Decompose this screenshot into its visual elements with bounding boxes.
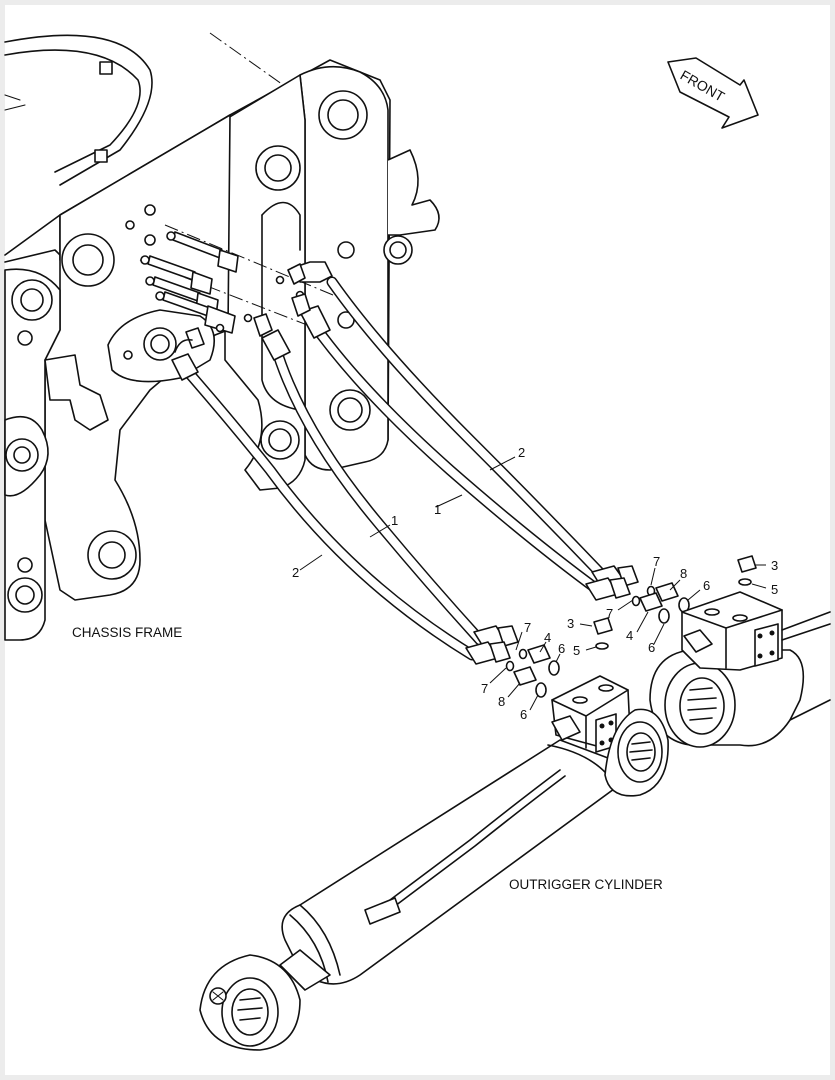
- right-outrigger-cylinder: [649, 591, 831, 748]
- callout-hose-1-upper: 1: [434, 502, 441, 517]
- callout-right-3: 3: [771, 558, 778, 573]
- callout-left-3: 3: [567, 616, 574, 631]
- callout-left-5: 5: [573, 643, 580, 658]
- callout-right-7b: 7: [606, 606, 613, 621]
- callout-left-7a: 7: [524, 620, 531, 635]
- front-direction-arrow: FRONT: [667, 57, 759, 129]
- callout-right-7a: 7: [653, 554, 660, 569]
- callout-right-6a: 6: [703, 578, 710, 593]
- small-parts: [505, 555, 757, 698]
- callout-hose-2-upper: 2: [518, 445, 525, 460]
- callout-hose-2-lower: 2: [292, 565, 299, 580]
- callout-left-6a: 6: [558, 641, 565, 656]
- frame-adapters: [140, 231, 305, 334]
- callout-left-6b: 6: [520, 707, 527, 722]
- callout-right-4: 4: [626, 628, 633, 643]
- hose-upper-fittings: [171, 261, 333, 381]
- callout-left-4: 4: [544, 630, 551, 645]
- callout-hose-1-mid: 1: [391, 513, 398, 528]
- callout-right-5: 5: [771, 582, 778, 597]
- outrigger-cylinder-label: OUTRIGGER CYLINDER: [509, 877, 663, 892]
- left-outrigger-cylinder: [199, 675, 669, 1051]
- callout-left-8: 8: [498, 694, 505, 709]
- hose-lower-fittings: [465, 565, 639, 665]
- callout-right-8: 8: [680, 566, 687, 581]
- callout-numbers: 2 1 1 2 7 4 6 7 8 6 3 5 7 8 6 7 4 6 3 5: [292, 445, 778, 722]
- chassis-frame-label: CHASSIS FRAME: [72, 625, 182, 640]
- hydraulic-hoses: [176, 276, 611, 661]
- callout-leaders: [299, 456, 767, 711]
- callout-left-7b: 7: [481, 681, 488, 696]
- callout-right-6b: 6: [648, 640, 655, 655]
